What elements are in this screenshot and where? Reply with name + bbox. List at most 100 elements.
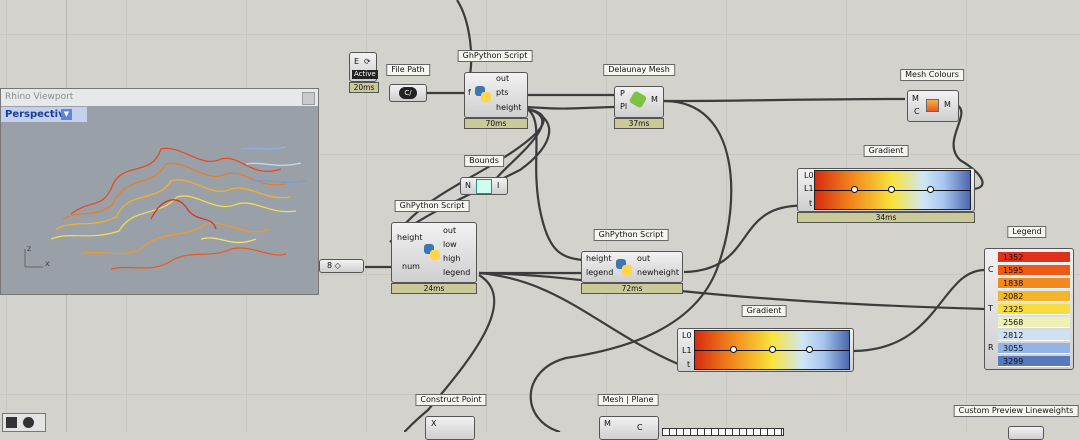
gradient-bottom-title: Gradient	[741, 305, 787, 317]
axis-x-label: x	[45, 259, 50, 268]
legend-row: 2082	[998, 291, 1070, 302]
input-Pl[interactable]: Pl	[620, 102, 628, 111]
input-height[interactable]: height	[397, 233, 423, 242]
toggle-timer: 20ms	[349, 82, 379, 93]
legend-swatches: 1352 1595 1838 2082 2325 2568 2812 3055 …	[998, 252, 1070, 367]
view-dropdown-icon[interactable]: ▼	[61, 109, 72, 120]
gradient-grip[interactable]	[888, 186, 895, 193]
gradient-top-timer: 34ms	[797, 212, 975, 223]
wire-gradient-to-meshcolours	[952, 102, 984, 191]
wire-legend-to-T	[478, 271, 986, 311]
construct-point-title: Construct Point	[415, 394, 487, 406]
legend-row: 2812	[998, 330, 1070, 341]
wire-newheight-to-gradient	[683, 204, 812, 274]
toggle-label: E	[354, 57, 360, 66]
contour-drawing	[24, 146, 307, 270]
python-icon	[423, 243, 441, 261]
input-height[interactable]: height	[586, 254, 612, 263]
file-path-title: File Path	[386, 64, 430, 76]
gradient-grip[interactable]	[806, 346, 813, 353]
output-newheight[interactable]: newheight	[637, 268, 680, 277]
input-C[interactable]: C	[914, 107, 920, 116]
slider-value: 8 ◇	[327, 261, 341, 270]
download-icon[interactable]	[6, 417, 17, 428]
input-P[interactable]: P	[620, 89, 625, 98]
output-I[interactable]: I	[497, 181, 500, 190]
input-C[interactable]: C	[988, 265, 994, 274]
input-T[interactable]: T	[988, 304, 993, 313]
output-out[interactable]: out	[496, 74, 510, 83]
input-L1[interactable]: L1	[804, 184, 814, 193]
legend-row: 3055	[998, 343, 1070, 354]
gradient-top-title: Gradient	[863, 145, 909, 157]
output-high[interactable]: high	[443, 254, 461, 263]
delaunay-timer: 37ms	[614, 118, 664, 129]
ghpython-right-title: GhPython Script	[593, 229, 669, 241]
viewport-close-button[interactable]	[302, 92, 315, 105]
wire-top-entry	[456, 0, 473, 84]
wire-delaunay-to-meshplane	[529, 99, 733, 432]
mesh-colours-title: Mesh Colours	[900, 69, 964, 81]
bounds-icon	[476, 179, 492, 194]
input-M[interactable]: M	[604, 419, 611, 428]
wire-legend-to-grad-t	[478, 271, 679, 366]
file-path-icon: C/	[399, 87, 417, 99]
input-legend[interactable]: legend	[586, 268, 614, 277]
bounds-title: Bounds	[464, 155, 504, 167]
preview-icon[interactable]	[23, 417, 34, 428]
output-legend[interactable]: legend	[443, 268, 471, 277]
gradient-grip[interactable]	[851, 186, 858, 193]
ghpython-top-timer: 70ms	[464, 118, 528, 129]
mesh-colours-icon	[926, 99, 939, 112]
gradient-top-bar[interactable]	[814, 170, 971, 210]
legend-row: 1352	[998, 252, 1070, 263]
ghpython-top-title: GhPython Script	[457, 50, 533, 62]
wire-legend-to-construct	[403, 274, 496, 432]
viewport-window-title: Rhino Viewport	[1, 89, 318, 106]
input-L0[interactable]: L0	[804, 171, 814, 180]
input-num[interactable]: num	[402, 262, 420, 271]
output-C[interactable]: C	[637, 423, 643, 432]
output-M[interactable]: M	[651, 95, 658, 104]
legend-row: 1838	[998, 278, 1070, 289]
wire-delaunay-to-meshcolours	[663, 97, 906, 103]
canvas-toolbar	[2, 413, 46, 432]
input-M[interactable]: M	[912, 94, 919, 103]
legend-row: 2325	[998, 304, 1070, 315]
output-low[interactable]: low	[443, 240, 457, 249]
legend-row: 3299	[998, 356, 1070, 367]
toggle-switch-icon[interactable]: ⟳	[364, 57, 371, 66]
legend-title: Legend	[1007, 226, 1047, 238]
output-out[interactable]: out	[637, 254, 651, 263]
mesh-plane-title: Mesh | Plane	[597, 394, 659, 406]
python-icon	[474, 85, 492, 103]
legend-row: 2568	[998, 317, 1070, 328]
gradient-grip[interactable]	[769, 346, 776, 353]
wire-height-to-right	[526, 108, 584, 262]
input-t[interactable]: t	[809, 199, 813, 208]
input-N[interactable]: N	[465, 181, 471, 190]
input-L0[interactable]: L0	[682, 331, 692, 340]
output-height[interactable]: height	[496, 103, 522, 112]
input-L1[interactable]: L1	[682, 346, 692, 355]
delaunay-title: Delaunay Mesh	[603, 64, 675, 76]
axis-z-label: z	[27, 244, 32, 253]
custom-preview-title: Custom Preview Lineweights	[953, 405, 1079, 417]
input-X[interactable]: X	[431, 419, 437, 428]
input-R[interactable]: R	[988, 343, 994, 352]
gradient-grip[interactable]	[927, 186, 934, 193]
output-pts[interactable]: pts	[496, 88, 509, 97]
wire-pts-to-delaunay-pl	[526, 105, 615, 110]
legend-row: 1595	[998, 265, 1070, 276]
wire-gradient-to-legend-C	[851, 268, 986, 353]
gradient-grip[interactable]	[730, 346, 737, 353]
output-M[interactable]: M	[944, 100, 951, 109]
wire-height-to-mid-2	[389, 107, 551, 243]
input-t[interactable]: t	[687, 360, 691, 369]
data-chain-strip	[662, 428, 784, 436]
input-f[interactable]: f	[468, 88, 471, 97]
gradient-bottom-bar[interactable]	[694, 330, 850, 370]
rhino-viewport[interactable]: Rhino Viewport Perspective ▼ x z	[0, 88, 319, 295]
output-out[interactable]: out	[443, 226, 457, 235]
toggle-state: Active	[352, 70, 378, 79]
